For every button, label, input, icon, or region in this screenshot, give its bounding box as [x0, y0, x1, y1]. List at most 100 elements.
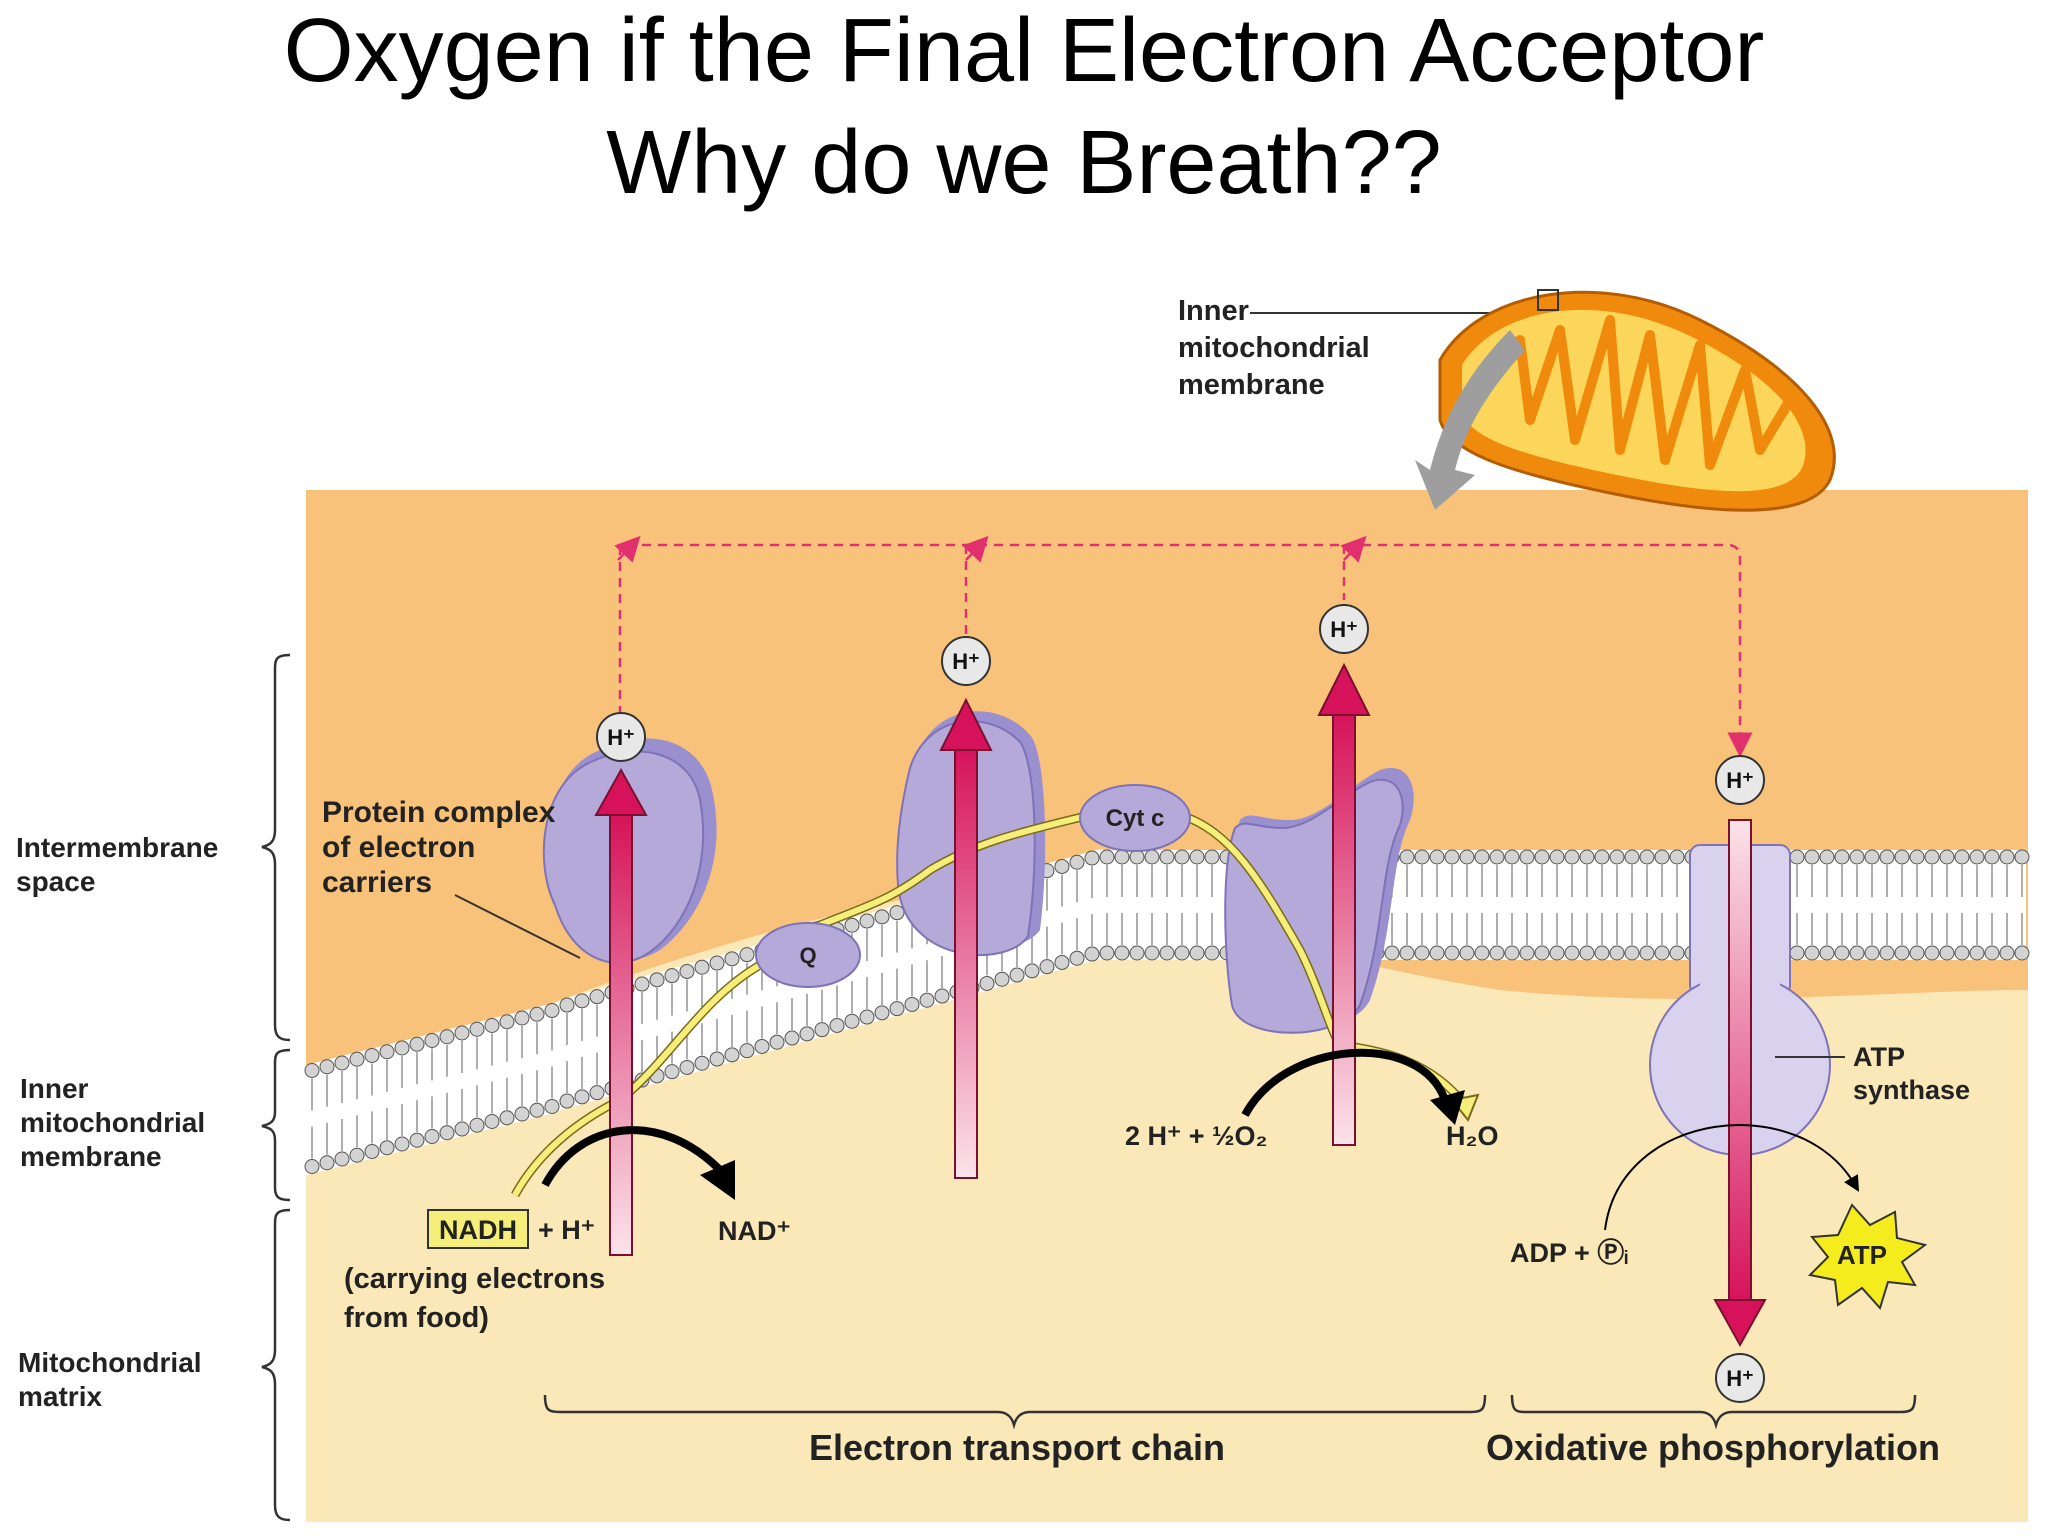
lipid-head	[1849, 849, 1865, 865]
etc-label: Electron transport chain	[809, 1427, 1225, 1468]
atp-synthase-label: ATP synthase	[1853, 1042, 1970, 1105]
lipid-head	[574, 993, 590, 1009]
lipid-head	[679, 1059, 695, 1075]
lipid-head	[484, 1114, 500, 1129]
lipid-head	[1939, 849, 1955, 865]
lipid-head	[1519, 945, 1535, 961]
lipid-head	[664, 968, 680, 984]
q-carrier: Q	[755, 922, 861, 988]
dash-arrow-1	[614, 535, 641, 563]
lipid-head	[1639, 849, 1655, 865]
lipid-head	[889, 905, 905, 921]
lipid-head	[874, 1005, 890, 1021]
lipid-head	[1099, 849, 1115, 865]
lipid-head	[1624, 849, 1640, 865]
lipid-head	[1159, 849, 1175, 865]
lipid-head	[424, 1033, 440, 1048]
svg-text:Cyt c: Cyt c	[1106, 805, 1165, 832]
lipid-head	[2014, 849, 2030, 865]
svg-text:H⁺: H⁺	[607, 725, 635, 750]
inset-membrane-label: Inner mitochondrial membrane	[1178, 295, 1378, 401]
lipid-head	[1834, 849, 1850, 865]
water-label: H₂O	[1446, 1121, 1499, 1151]
lipid-head	[1534, 849, 1550, 865]
lipid-head	[454, 1025, 470, 1041]
lipid-head	[1789, 945, 1805, 961]
complex-4	[1224, 768, 1414, 1034]
h-plus-ion-4: H⁺	[1715, 755, 1765, 805]
lipid-head	[1174, 945, 1190, 961]
nadh-box: NADH	[427, 1209, 529, 1249]
lipid-head	[739, 1043, 755, 1059]
svg-text:H⁺: H⁺	[1726, 1366, 1754, 1391]
lipid-head	[829, 1017, 845, 1033]
lipid-head	[349, 1147, 365, 1163]
lipid-head	[1204, 945, 1220, 961]
lipid-head	[1879, 849, 1895, 865]
lipid-head	[1429, 849, 1445, 865]
lipid-head	[1114, 849, 1130, 865]
lipid-head	[469, 1117, 485, 1133]
lipid-head	[439, 1125, 455, 1141]
lipid-head	[1144, 945, 1160, 961]
oxygen-reactant-label: 2 H⁺ + ½O₂	[1125, 1121, 1268, 1151]
lipid-head	[1489, 849, 1505, 865]
lipid-head	[1969, 849, 1985, 865]
lipid-head	[1459, 945, 1475, 961]
matrix-label: Mitochondrial matrix	[18, 1347, 209, 1412]
h-plus-ion-3: H⁺	[1319, 604, 1369, 654]
intermembrane-space-label: Intermembrane space	[16, 832, 226, 897]
lipid-head	[724, 951, 740, 967]
atp-starburst: ATP	[1807, 1203, 1928, 1310]
lipid-head	[2014, 945, 2030, 961]
lipid-head	[1009, 967, 1025, 983]
inner-membrane-label: Inner mitochondrial membrane	[20, 1073, 213, 1172]
lipid-head	[1024, 963, 1040, 979]
nad-plus-label: NAD⁺	[718, 1216, 791, 1246]
carrying-electrons-label: (carrying electrons from food)	[344, 1263, 613, 1334]
lipid-head	[1459, 849, 1475, 865]
lipid-head	[1144, 849, 1160, 865]
lipid-head	[1084, 946, 1100, 962]
lipid-head	[1954, 945, 1970, 961]
lipid-head	[1549, 945, 1565, 961]
lipid-head	[1894, 945, 1910, 961]
lipid-head	[1444, 945, 1460, 961]
lipid-head	[559, 1093, 575, 1109]
nadh-oxidation-arrow	[541, 1126, 723, 1187]
intermembrane-brace	[261, 653, 291, 1042]
lipid-head	[364, 1048, 380, 1063]
matrix-brace	[261, 1208, 291, 1522]
lipid-head	[1669, 945, 1685, 961]
lipid-head	[1609, 945, 1625, 961]
lipid-head	[1924, 849, 1940, 865]
lipid-head	[769, 1034, 785, 1050]
proton-pump-arrow-2	[939, 697, 993, 1179]
slide-subtitle: Why do we Breath??	[606, 113, 1442, 213]
lipid-head	[694, 1055, 710, 1071]
svg-text:Q: Q	[799, 943, 816, 968]
lipid-head	[319, 1059, 335, 1075]
proton-pump-arrow-3	[1317, 662, 1371, 1146]
lipid-head	[1414, 849, 1430, 865]
svg-text:ATP: ATP	[1837, 1240, 1887, 1270]
membrane-brace	[261, 1048, 291, 1202]
atp-synthesis-arrow	[1604, 1124, 1860, 1231]
dash-arrow-2	[962, 535, 989, 563]
oxphos-brace	[1510, 1394, 1917, 1430]
lipid-head	[1834, 945, 1850, 961]
lipid-head	[1414, 945, 1430, 961]
lipid-head	[859, 913, 875, 929]
lipid-head	[1624, 945, 1640, 961]
lipid-head	[1519, 849, 1535, 865]
lipid-head	[1549, 849, 1565, 865]
lipid-head	[1054, 954, 1070, 970]
lipid-head	[1654, 849, 1670, 865]
lipid-head	[1039, 959, 1055, 975]
lipid-head	[994, 971, 1010, 987]
lipid-head	[499, 1014, 515, 1030]
lipid-head	[1129, 945, 1145, 961]
lipid-head	[724, 1047, 740, 1063]
lipid-head	[559, 997, 575, 1013]
lipid-head	[349, 1051, 365, 1067]
